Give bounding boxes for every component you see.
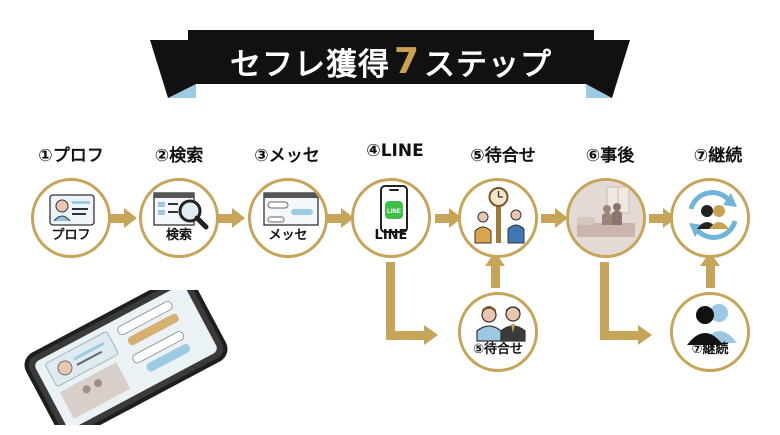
- continue-cycle-icon: [688, 190, 738, 240]
- step-circle-after: [566, 178, 646, 258]
- step-caption-line: LINE: [374, 228, 408, 243]
- step-label-4: ④LINE: [366, 141, 424, 161]
- silhouette-pair-icon: [687, 304, 737, 345]
- title-suffix: ステップ: [424, 46, 553, 83]
- step-caption-profile: プロフ: [51, 228, 91, 243]
- title-number: 7: [393, 40, 421, 82]
- search-magnifier-icon: [153, 192, 209, 230]
- message-window-icon: [263, 192, 319, 226]
- step-circle-profile: プロフ: [31, 178, 111, 258]
- branch-circle-meeting: ⑤待合せ: [458, 292, 538, 372]
- meeting-clock-icon: [474, 187, 525, 244]
- step-caption-message: メッセ: [268, 228, 308, 243]
- step-label-2: ②検索: [154, 146, 204, 166]
- arrow-3-4: [327, 208, 354, 228]
- line-app-text: LINE: [387, 209, 401, 215]
- step-circle-meeting: [458, 178, 538, 258]
- branch-circle-continue: ⑦継続: [670, 292, 750, 372]
- step-label-6: ⑥事後: [585, 146, 635, 166]
- arrow-1-2: [110, 208, 137, 228]
- profile-card-icon: [49, 194, 95, 226]
- couple-suits-icon: [476, 306, 526, 342]
- step-label-7: ⑦継続: [693, 146, 743, 166]
- arrow-2-3: [218, 208, 245, 228]
- bedroom-scene-icon: [569, 181, 643, 255]
- branch-caption-meeting: ⑤待合せ: [472, 342, 523, 357]
- step-circle-message: メッセ: [248, 178, 328, 258]
- arrow-6-to-branch7: [600, 262, 652, 345]
- line-smartphone-icon: LINE: [380, 185, 408, 233]
- step-circle-continue: [670, 178, 750, 258]
- smartphone-illustration: [24, 290, 228, 425]
- arrow-5-6: [541, 208, 568, 228]
- arrow-line-to-branch5: [386, 262, 438, 345]
- step-label-1: ①プロフ: [38, 146, 104, 166]
- step-caption-search: 検索: [165, 228, 192, 243]
- step-label-3: ③メッセ: [254, 146, 320, 166]
- step-label-5: ⑤待合せ: [470, 146, 536, 166]
- step-circle-line: LINE LINE: [351, 178, 431, 258]
- title-banner: [150, 30, 630, 98]
- title-prefix: セフレ獲得: [229, 46, 390, 83]
- step-circle-search: 検索: [139, 178, 219, 258]
- branch-caption-continue: ⑦継続: [691, 342, 729, 357]
